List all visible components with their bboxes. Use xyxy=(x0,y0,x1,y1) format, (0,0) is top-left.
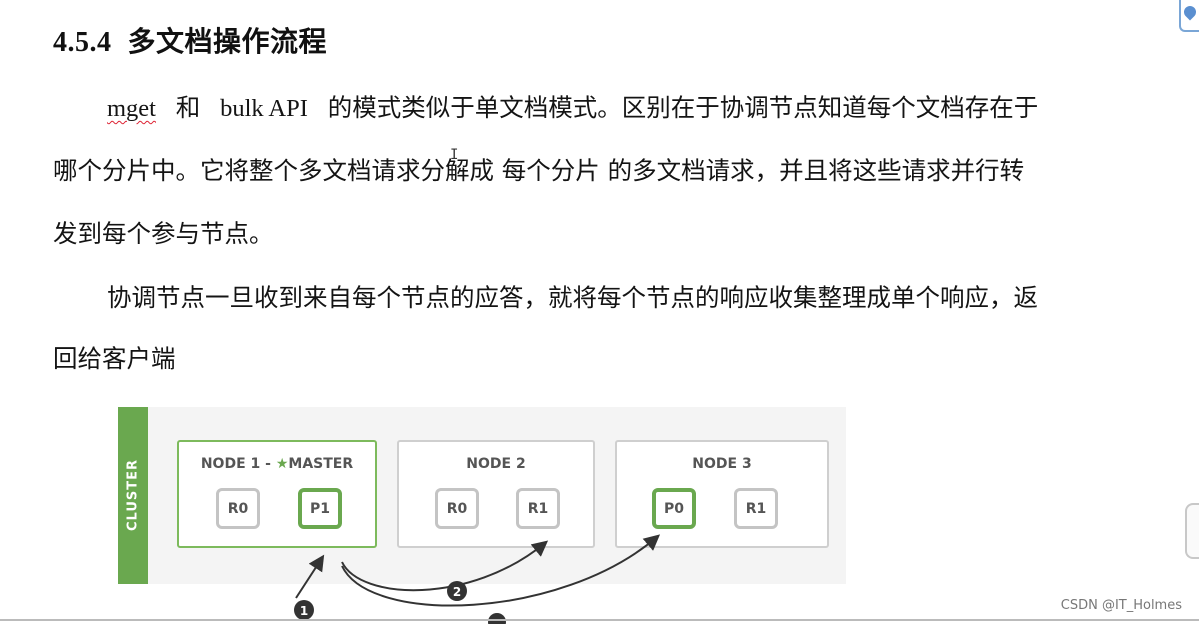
mget-text: mget xyxy=(107,95,156,122)
shard-r0-node1: R0 xyxy=(216,488,260,529)
node-1-title: NODE 1 - ★MASTER xyxy=(200,456,354,472)
svg-text:2: 2 xyxy=(453,585,461,599)
step-badge-2: 2 xyxy=(447,581,467,601)
paragraph1-line3: 发到每个参与节点。 xyxy=(53,219,274,248)
text-cursor-icon: I xyxy=(450,147,459,163)
shard-p1-node1: P1 xyxy=(298,488,342,529)
node-2-title: NODE 2 xyxy=(466,456,526,472)
node-1-master: NODE 1 - ★MASTER R0 P1 xyxy=(177,440,377,548)
section-title: 多文档操作流程 xyxy=(127,25,328,58)
side-scroll-handle[interactable] xyxy=(1185,503,1199,559)
paragraph1-line1: mget 和 bulk API 的模式类似于单文档模式。区别在于协调节点知道每个… xyxy=(107,89,1199,124)
star-icon: ★ xyxy=(275,456,289,472)
bulk-api-text: bulk API xyxy=(220,95,308,122)
pin-icon xyxy=(1181,3,1199,21)
cluster-diagram: CLUSTER NODE 1 - ★MASTER R0 P1 NODE 2 R0… xyxy=(118,407,846,584)
paragraph2-line1: 协调节点一旦收到来自每个节点的应答，就将每个节点的响应收集整理成单个响应，返 xyxy=(107,283,1038,312)
section-heading: 4.5.4 多文档操作流程 xyxy=(53,20,327,60)
watermark: CSDN @IT_Holmes xyxy=(1060,598,1182,613)
he-text: 和 xyxy=(175,93,201,122)
shard-p0-node3: P0 xyxy=(652,488,696,529)
section-number: 4.5.4 xyxy=(53,27,112,58)
side-panel-tab[interactable] xyxy=(1179,0,1199,32)
node-2: NODE 2 R0 R1 xyxy=(397,440,595,548)
shard-r1-node3: R1 xyxy=(734,488,778,529)
paragraph2-line2: 回给客户端 xyxy=(53,344,176,373)
cluster-bar: CLUSTER xyxy=(118,407,148,584)
step-badge-1: 1 xyxy=(294,600,314,620)
cluster-label: CLUSTER xyxy=(125,458,141,532)
bottom-divider xyxy=(0,619,1199,621)
node-3-title: NODE 3 xyxy=(692,456,752,472)
shard-r0-node2: R0 xyxy=(435,488,479,529)
paragraph1-line1-rest: 的模式类似于单文档模式。区别在于协调节点知道每个文档存在于 xyxy=(327,93,1039,122)
node-3: NODE 3 P0 R1 xyxy=(615,440,829,548)
svg-text:1: 1 xyxy=(300,604,308,618)
paragraph1-line2: 哪个分片中。它将整个多文档请求分解成 每个分片 的多文档请求，并且将这些请求并行… xyxy=(53,156,1025,185)
shard-r1-node2: R1 xyxy=(516,488,560,529)
